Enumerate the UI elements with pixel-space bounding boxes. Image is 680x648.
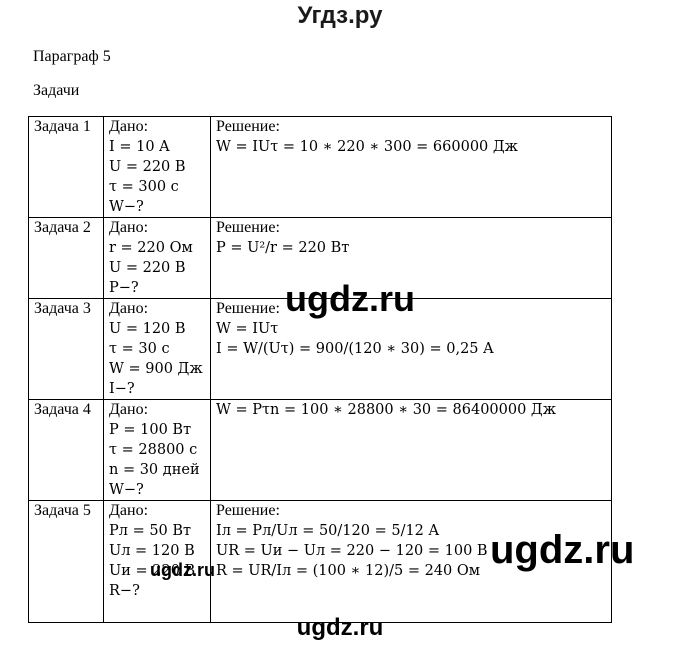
tasks-table: Задача 1 Дано: I = 10 A U = 220 B τ = 30… xyxy=(28,116,612,623)
task-name: Задача 5 xyxy=(28,500,104,623)
solution-cell: Решение: W = IUτ = 10 ∗ 220 ∗ 300 = 6600… xyxy=(210,116,612,218)
given-line: n = 30 дней xyxy=(109,462,200,478)
solution-line: I = W/(Uτ) = 900/(120 ∗ 30) = 0,25 A xyxy=(216,341,494,357)
solution-line: W = Pτn = 100 ∗ 28800 ∗ 30 = 86400000 Дж xyxy=(216,402,557,418)
solution-cell: W = Pτn = 100 ∗ 28800 ∗ 30 = 86400000 Дж xyxy=(210,399,612,501)
given-line: W = 900 Дж xyxy=(109,361,203,377)
given-line: P−? xyxy=(109,280,139,296)
paragraph-label: Параграф 5 xyxy=(33,48,111,65)
solution-label: Решение: xyxy=(216,502,280,519)
watermark: ugdz.ru xyxy=(490,528,635,572)
given-line: U = 220 B xyxy=(109,159,186,175)
task-name: Задача 2 xyxy=(28,217,104,299)
task-name: Задача 3 xyxy=(28,298,104,400)
given-label: Дано: xyxy=(109,219,149,236)
footer-watermark: ugdz.ru xyxy=(296,614,384,641)
table-row: Задача 3 Дано: U = 120 B τ = 30 с W = 90… xyxy=(28,298,612,400)
solution-line: W = IUτ = 10 ∗ 220 ∗ 300 = 660000 Дж xyxy=(216,139,519,155)
solution-line: UR = Uи − Uл = 220 − 120 = 100 B xyxy=(216,543,488,559)
given-label: Дано: xyxy=(109,401,149,418)
given-label: Дано: xyxy=(109,300,149,317)
solution-line: P = U²/r = 220 Вт xyxy=(216,240,350,256)
given-line: R−? xyxy=(109,583,140,599)
section-label: Задачи xyxy=(33,82,80,99)
given-line: U = 220 B xyxy=(109,260,186,276)
given-cell: Дано: U = 120 B τ = 30 с W = 900 Дж I−? xyxy=(103,298,211,400)
given-line: Pл = 50 Вт xyxy=(109,523,192,539)
table-row: Задача 2 Дано: r = 220 Ом U = 220 B P−? … xyxy=(28,217,612,299)
given-line: Uл = 120 B xyxy=(109,543,195,559)
solution-label: Решение: xyxy=(216,118,280,135)
solution-cell: Решение: W = IUτ I = W/(Uτ) = 900/(120 ∗… xyxy=(210,298,612,400)
given-line: P = 100 Вт xyxy=(109,422,192,438)
solution-cell: Решение: P = U²/r = 220 Вт xyxy=(210,217,612,299)
given-line: W−? xyxy=(109,482,144,498)
given-cell: Дано: r = 220 Ом U = 220 B P−? xyxy=(103,217,211,299)
given-line: r = 220 Ом xyxy=(109,240,193,256)
given-label: Дано: xyxy=(109,502,149,519)
watermark: ugdz.ru xyxy=(150,560,215,580)
given-line: τ = 28800 с xyxy=(109,442,198,458)
given-line: τ = 30 с xyxy=(109,341,170,357)
given-cell: Дано: I = 10 A U = 220 B τ = 300 с W−? xyxy=(103,116,211,218)
task-name: Задача 1 xyxy=(28,116,104,218)
solution-label: Решение: xyxy=(216,219,280,236)
watermark: ugdz.ru xyxy=(285,278,415,319)
table-row: Задача 5 Дано: Pл = 50 Вт Uл = 120 B Uи … xyxy=(28,500,612,623)
solution-label: Решение: xyxy=(216,300,280,317)
given-line: U = 120 B xyxy=(109,321,186,337)
task-name: Задача 4 xyxy=(28,399,104,501)
solution-line: R = UR/Iл = (100 ∗ 12)/5 = 240 Ом xyxy=(216,563,481,579)
site-title: Угдз.ру xyxy=(297,2,383,29)
given-line: I−? xyxy=(109,381,135,397)
given-cell: Дано: Pл = 50 Вт Uл = 120 B Uи = 220 B R… xyxy=(103,500,211,623)
given-line: Uи = 220 B xyxy=(109,563,196,579)
solution-line: W = IUτ xyxy=(216,321,279,337)
given-line: W−? xyxy=(109,199,144,215)
solution-line: Iл = Pл/Uл = 50/120 = 5/12 A xyxy=(216,523,439,539)
table-row: Задача 4 Дано: P = 100 Вт τ = 28800 с n … xyxy=(28,399,612,501)
solution-cell: Решение: Iл = Pл/Uл = 50/120 = 5/12 A UR… xyxy=(210,500,612,623)
given-label: Дано: xyxy=(109,118,149,135)
given-line: I = 10 A xyxy=(109,139,170,155)
given-line: τ = 300 с xyxy=(109,179,179,195)
given-cell: Дано: P = 100 Вт τ = 28800 с n = 30 дней… xyxy=(103,399,211,501)
table-row: Задача 1 Дано: I = 10 A U = 220 B τ = 30… xyxy=(28,116,612,218)
